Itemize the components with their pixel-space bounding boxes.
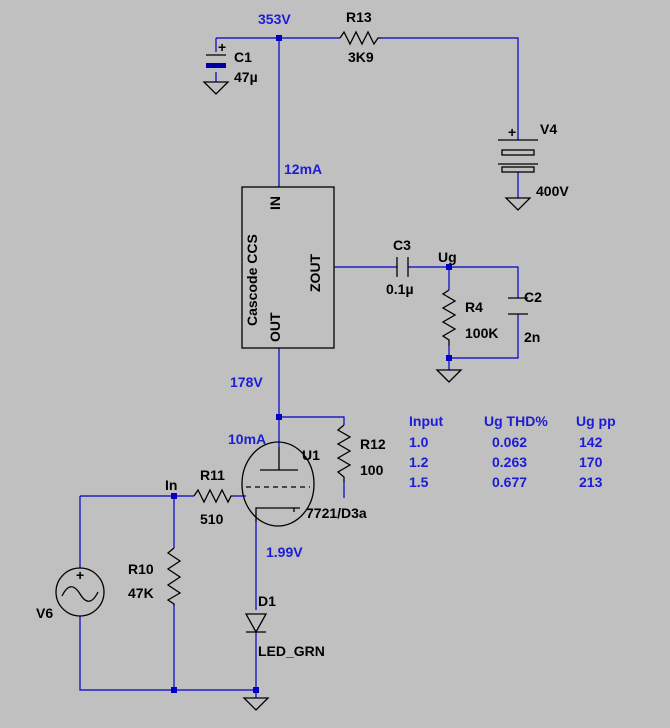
resistor-r4[interactable] [441,289,457,346]
r12-ref: R12 [360,436,386,452]
ccs-pin-out: OUT [267,312,283,342]
c1-ref: C1 [234,49,252,65]
junction-bottom-gnd [253,687,259,693]
net-1-99v: 1.99V [266,544,303,560]
ccs-name: Cascode CCS [244,234,260,326]
ccs-pin-in: IN [267,196,283,210]
c3-value: 0.1µ [386,281,414,297]
v6-plus: + [76,567,84,583]
resistor-r10[interactable] [166,547,182,606]
table-header-input: Input [409,413,444,429]
resistor-r11[interactable] [193,488,233,504]
results-table: Input Ug THD% Ug pp 1.0 0.062 142 1.2 0.… [409,413,616,490]
d1-value: LED_GRN [258,643,325,659]
table-cell: 142 [579,434,603,450]
u1-ref: U1 [302,447,320,463]
junction-plate [276,414,282,420]
r11-value: 510 [200,511,224,527]
junction-353v [276,35,282,41]
table-cell: 1.5 [409,474,429,490]
r4-value: 100K [465,325,498,341]
net-178v: 178V [230,374,263,390]
table-cell: 213 [579,474,603,490]
u1-value: 7721/D3a [306,505,367,521]
r10-value: 47K [128,585,154,601]
triode-u1[interactable] [241,441,315,527]
junction-r4-bottom [446,355,452,361]
c2-value: 2n [524,329,540,345]
signal-source-v6[interactable]: + [55,567,105,617]
table-cell: 1.2 [409,454,429,470]
r4-ref: R4 [465,299,483,315]
net-10ma: 10mA [228,431,266,447]
v6-ref: V6 [36,605,53,621]
r10-ref: R10 [128,561,154,577]
net-12ma: 12mA [284,161,322,177]
table-cell: 0.263 [492,454,527,470]
battery-v4[interactable] [498,139,538,211]
v4-value: 400V [536,183,569,199]
led-d1[interactable] [244,613,268,634]
c3-ref: C3 [393,237,411,253]
net-353v: 353V [258,11,291,27]
cascode-ccs-block[interactable] [241,186,335,349]
net-ug: Ug [438,249,457,265]
ground-r4 [435,369,463,383]
v4-plus: + [508,124,516,140]
resistor-r13[interactable] [339,30,381,46]
table-cell: 0.062 [492,434,527,450]
c2-ref: C2 [524,289,542,305]
junction-ug [446,264,452,270]
ground-bottom [242,697,270,711]
r13-ref: R13 [346,9,372,25]
c1-value: 47µ [234,69,258,85]
capacitor-c1[interactable]: + [202,39,230,95]
capacitor-c2[interactable] [508,297,528,315]
table-header-ug-thd: Ug THD% [484,413,548,429]
table-cell: 0.677 [492,474,527,490]
junctions [171,35,452,693]
c1-plus: + [218,39,226,55]
junction-in [171,493,177,499]
ccs-pin-zout: ZOUT [307,253,323,292]
capacitor-c3[interactable] [396,257,409,277]
table-header-ug-pp: Ug pp [576,413,616,429]
d1-ref: D1 [258,593,276,609]
table-cell: 1.0 [409,434,429,450]
resistor-r12[interactable] [336,424,352,482]
r11-ref: R11 [200,467,225,483]
table-cell: 170 [579,454,603,470]
r13-value: 3K9 [348,49,374,65]
v4-ref: V4 [540,121,557,137]
junction-bottom-r10 [171,687,177,693]
r12-value: 100 [360,462,384,478]
net-in: In [165,477,177,493]
